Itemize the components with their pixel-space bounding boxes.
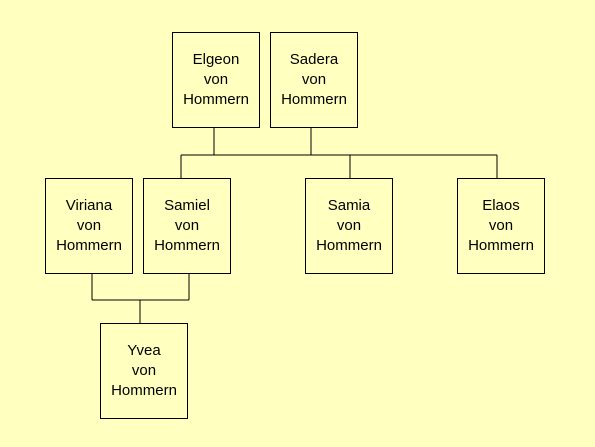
person-yvea[interactable]: Yvea von Hommern [100, 323, 188, 419]
person-viriana[interactable]: Viriana von Hommern [45, 178, 133, 274]
person-name: Yvea von Hommern [111, 342, 177, 399]
person-elaos[interactable]: Elaos von Hommern [457, 178, 545, 274]
person-name: Sadera von Hommern [281, 51, 347, 108]
person-name: Samia von Hommern [316, 197, 382, 254]
person-elgeon[interactable]: Elgeon von Hommern [172, 32, 260, 128]
person-name: Viriana von Hommern [56, 197, 122, 254]
person-sadera[interactable]: Sadera von Hommern [270, 32, 358, 128]
person-samia[interactable]: Samia von Hommern [305, 178, 393, 274]
person-name: Samiel von Hommern [154, 197, 220, 254]
person-name: Elgeon von Hommern [183, 51, 249, 108]
person-name: Elaos von Hommern [468, 197, 534, 254]
person-samiel[interactable]: Samiel von Hommern [143, 178, 231, 274]
